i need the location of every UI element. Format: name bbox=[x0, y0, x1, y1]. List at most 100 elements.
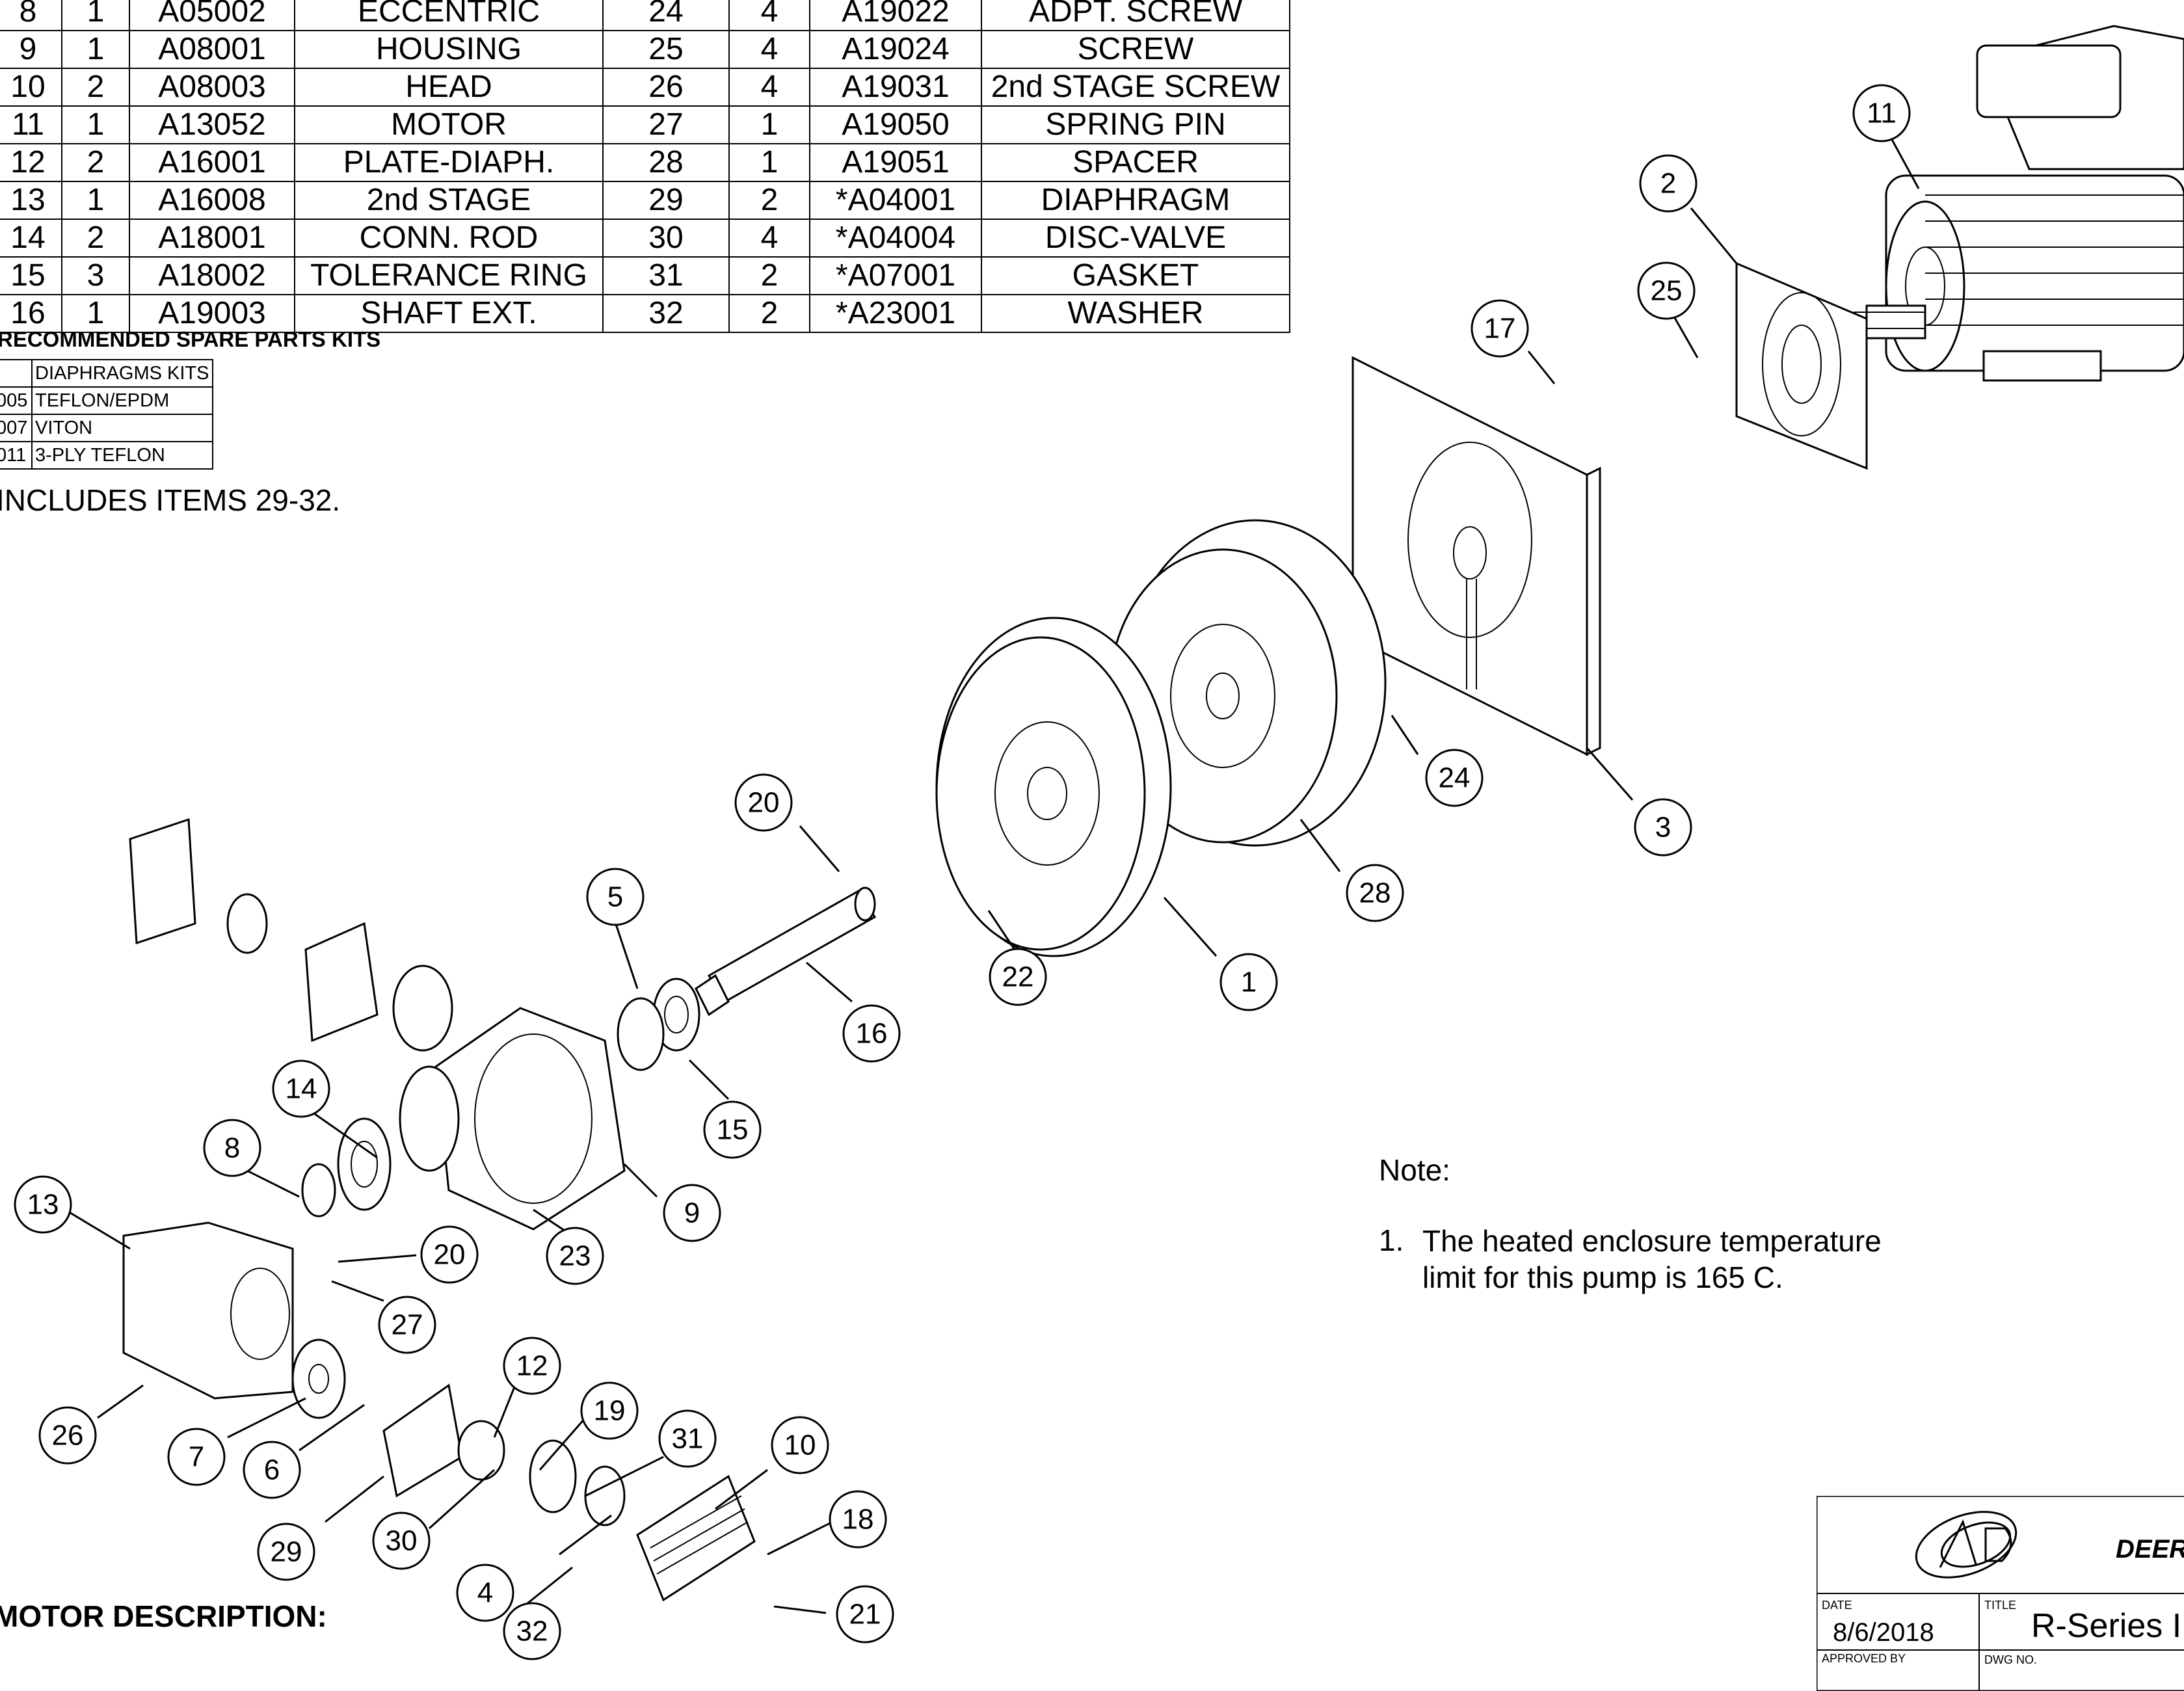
parts-table-cell: CONN. ROD bbox=[294, 219, 604, 258]
parts-table-cell: 3 bbox=[61, 256, 130, 295]
parts-table-cell: TOLERANCE RING bbox=[294, 256, 604, 295]
callout-bubble: 12 bbox=[503, 1337, 561, 1395]
callout-circle bbox=[257, 1523, 315, 1581]
motor-description-heading: MOTOR DESCRIPTION: bbox=[0, 1599, 327, 1633]
parts-table-cell: 28 bbox=[602, 143, 730, 182]
title-label: TITLE bbox=[1984, 1599, 2017, 1612]
shaft-extension-part bbox=[695, 886, 877, 1017]
callout-number: 17 bbox=[1484, 313, 1516, 345]
kits-table-cell: 011 bbox=[0, 441, 33, 470]
callout-number: 24 bbox=[1439, 762, 1471, 794]
callout-number: 22 bbox=[1002, 961, 1034, 993]
leader-lines bbox=[64, 116, 1920, 1621]
callout-circle bbox=[703, 1100, 762, 1159]
parts-table-cell: 2nd STAGE SCREW bbox=[981, 68, 1290, 107]
kits-table-cell: 005 bbox=[0, 386, 33, 415]
callout-number: 32 bbox=[516, 1616, 548, 1647]
callout-number: 26 bbox=[52, 1420, 84, 1452]
parts-table-cell: 31 bbox=[602, 256, 730, 295]
callout-bubble: 6 bbox=[243, 1441, 301, 1499]
callout-bubble: 13 bbox=[14, 1175, 72, 1234]
callout-number: 13 bbox=[27, 1189, 59, 1221]
head-disc-part bbox=[935, 617, 1172, 957]
callout-circle bbox=[586, 868, 645, 926]
callout-bubble: 29 bbox=[257, 1523, 315, 1581]
parts-table-cell: 14 bbox=[0, 219, 62, 258]
parts-table-cell: A08001 bbox=[129, 30, 295, 69]
parts-table-cell: 2 bbox=[61, 68, 130, 107]
callout-number: 1 bbox=[1241, 966, 1257, 998]
kits-table-cell bbox=[0, 359, 33, 388]
callout-bubble: 25 bbox=[1637, 261, 1696, 320]
parts-table-cell: A19050 bbox=[809, 105, 982, 144]
kits-table-row: DIAPHRAGMS KITS bbox=[0, 359, 213, 388]
parts-table-cell: SHAFT EXT. bbox=[294, 294, 604, 333]
parts-table-cell: 29 bbox=[602, 181, 730, 220]
callout-bubble: 10 bbox=[771, 1416, 829, 1474]
callout-circle bbox=[1852, 84, 1911, 142]
parts-table-cell: 1 bbox=[61, 294, 130, 333]
parts-table-cell: 25 bbox=[602, 30, 730, 69]
head-part bbox=[636, 1474, 756, 1602]
parts-table-cell: MOTOR bbox=[294, 105, 604, 144]
callout-number: 14 bbox=[286, 1073, 317, 1105]
callout-bubble: 3 bbox=[1634, 798, 1692, 857]
callout-number: 21 bbox=[849, 1599, 881, 1631]
callout-circle bbox=[503, 1602, 561, 1660]
callout-number: 28 bbox=[1359, 877, 1391, 909]
callout-bubble: 31 bbox=[658, 1409, 717, 1468]
callout-bubble: 7 bbox=[167, 1428, 226, 1486]
callout-number: 25 bbox=[1651, 275, 1683, 307]
callout-bubble: 30 bbox=[372, 1511, 431, 1570]
callout-bubble: 20 bbox=[420, 1225, 479, 1284]
callout-circle bbox=[580, 1381, 639, 1440]
callout-bubble: 8 bbox=[203, 1119, 261, 1177]
spacer-plate-part bbox=[1352, 356, 1601, 756]
parts-table-cell: 13 bbox=[0, 181, 62, 220]
callout-circle bbox=[243, 1441, 301, 1499]
title-block: DEER DATE 8/6/2018 TITLE R-Series I APPR… bbox=[1817, 1496, 2184, 1691]
parts-table-cell: 2 bbox=[728, 294, 810, 333]
callout-number: 20 bbox=[748, 787, 780, 819]
parts-table-cell: WASHER bbox=[981, 294, 1290, 333]
callout-number: 11 bbox=[1867, 98, 1897, 129]
parts-table-cell: 2 bbox=[728, 256, 810, 295]
date-label: DATE bbox=[1822, 1599, 1852, 1612]
parts-table-cell: 1 bbox=[728, 105, 810, 144]
callout-number: 12 bbox=[516, 1350, 548, 1382]
callout-bubble: 22 bbox=[989, 948, 1047, 1006]
parts-table-cell: ECCENTRIC bbox=[294, 0, 604, 31]
callout-bubble: 32 bbox=[503, 1602, 561, 1660]
parts-table-cell: A05002 bbox=[129, 0, 295, 31]
parts-table-cell: A16008 bbox=[129, 181, 295, 220]
callout-circle bbox=[658, 1409, 717, 1468]
callout-bubble: 26 bbox=[38, 1406, 97, 1465]
callout-bubble: 5 bbox=[586, 868, 645, 926]
parts-table-cell: 26 bbox=[602, 68, 730, 107]
callout-number: 8 bbox=[224, 1132, 240, 1164]
callout-circle bbox=[272, 1059, 330, 1118]
note-item-text: The heated enclosure temperature limit f… bbox=[1422, 1224, 1882, 1294]
housing-part bbox=[434, 1007, 626, 1231]
note-item-number: 1. bbox=[1379, 1223, 1404, 1257]
parts-table-cell: 1 bbox=[61, 0, 130, 31]
kits-table-cell: TEFLON/EPDM bbox=[31, 386, 213, 415]
callout-bubble: 9 bbox=[663, 1184, 721, 1242]
callout-circle bbox=[203, 1119, 261, 1177]
parts-table-cell: 4 bbox=[728, 30, 810, 69]
parts-table-cell: HOUSING bbox=[294, 30, 604, 69]
callout-number: 7 bbox=[189, 1441, 204, 1473]
parts-table-cell: A18001 bbox=[129, 219, 295, 258]
callout-circle bbox=[1634, 798, 1692, 857]
callout-bubble: 14 bbox=[272, 1059, 330, 1118]
callout-bubble: 16 bbox=[842, 1004, 901, 1063]
parts-table-cell: 2nd STAGE bbox=[294, 181, 604, 220]
parts-table-cell: 15 bbox=[0, 256, 62, 295]
parts-table-cell: HEAD bbox=[294, 68, 604, 107]
callout-circle bbox=[14, 1175, 72, 1234]
